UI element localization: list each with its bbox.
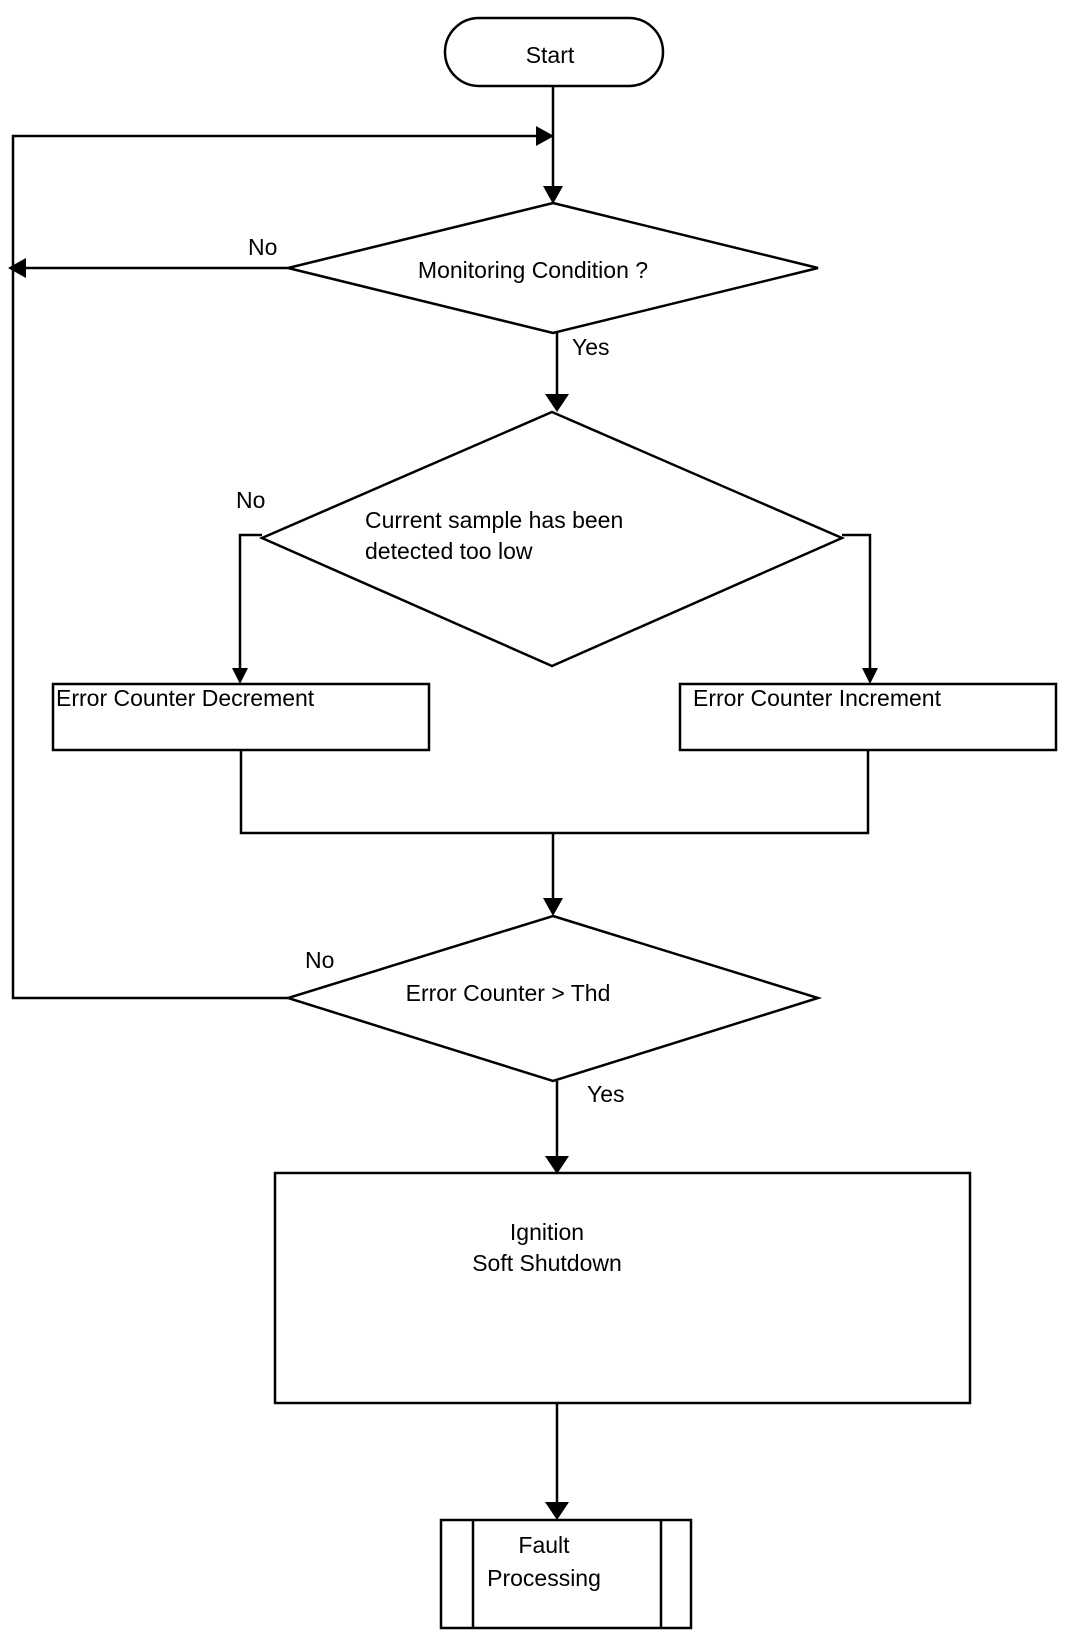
ignition-shutdown-box <box>273 1171 972 1405</box>
error-counter-decrement-label: Error Counter Decrement <box>56 685 315 711</box>
threshold-no-label: No <box>305 947 334 973</box>
fault-processing-line2: Processing <box>487 1565 601 1591</box>
fault-processing-box <box>439 1518 693 1630</box>
threshold-diamond <box>283 914 823 1083</box>
monitoring-condition-diamond <box>287 201 819 335</box>
threshold-label: Error Counter > Thd <box>406 980 611 1006</box>
counter-merge-connector <box>239 750 870 835</box>
monitoring-yes-label: Yes <box>572 334 610 360</box>
monitoring-no-arrowhead <box>8 258 26 278</box>
threshold-arrowhead <box>543 898 563 916</box>
arrowhead-into-monitoring <box>543 186 563 204</box>
sample-detection-line1: Current sample has been <box>365 507 623 533</box>
loop-back-connector <box>11 134 548 1000</box>
fault-arrowhead <box>545 1502 569 1520</box>
error-counter-increment-label: Error Counter Increment <box>693 685 942 711</box>
sample-yes-connector <box>842 533 872 670</box>
sample-no-arrowhead <box>232 668 248 684</box>
sample-detection-diamond <box>258 410 846 668</box>
monitoring-no-label: No <box>248 234 277 260</box>
sample-detection-line2: detected too low <box>365 538 533 564</box>
loop-back-arrowhead <box>536 126 554 146</box>
sample-no-label: No <box>236 487 265 513</box>
start-label: Start <box>526 42 575 68</box>
ignition-shutdown-line1: Ignition <box>510 1219 584 1245</box>
monitoring-condition-label: Monitoring Condition ? <box>418 257 648 283</box>
sample-no-connector <box>238 533 262 670</box>
ignition-shutdown-line2: Soft Shutdown <box>472 1250 622 1276</box>
threshold-yes-arrowhead <box>545 1156 569 1174</box>
monitoring-yes-arrowhead <box>545 394 569 412</box>
sample-yes-arrowhead <box>862 668 878 684</box>
fault-processing-line1: Fault <box>518 1532 570 1558</box>
error-counter-increment-box <box>678 682 1058 752</box>
threshold-yes-label: Yes <box>587 1081 625 1107</box>
